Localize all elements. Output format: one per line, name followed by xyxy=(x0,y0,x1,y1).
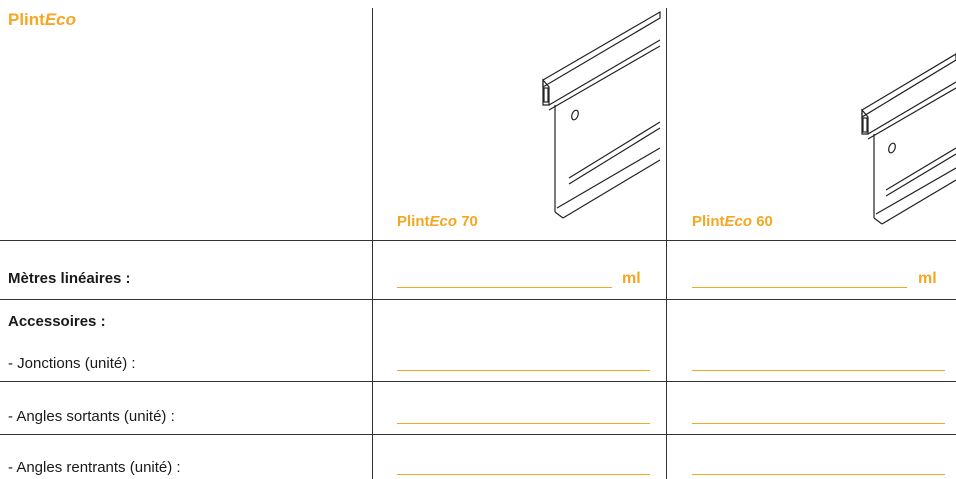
product-60-suffix: Eco xyxy=(724,213,753,230)
row-divider-sortants xyxy=(0,434,956,435)
unit-ml-60: ml xyxy=(918,270,937,287)
metres-input-60[interactable] xyxy=(692,287,907,288)
label-angles-sortants: - Angles sortants (unité) : xyxy=(8,408,175,425)
product-60-prefix: Plint xyxy=(692,213,725,230)
angles-rentrants-input-60[interactable] xyxy=(692,474,945,475)
label-angles-rentrants: - Angles rentrants (unité) : xyxy=(8,459,181,476)
brand-title: PlintEco xyxy=(8,10,76,30)
product-70-model: 70 xyxy=(461,213,478,230)
header-divider xyxy=(0,240,956,241)
jonctions-input-70[interactable] xyxy=(397,370,650,371)
product-70-prefix: Plint xyxy=(397,213,430,230)
label-jonctions: - Jonctions (unité) : xyxy=(8,355,136,372)
label-accessoires: Accessoires : xyxy=(8,313,106,330)
row-divider-metres xyxy=(0,299,956,300)
product-70-suffix: Eco xyxy=(429,213,458,230)
column-divider-1 xyxy=(372,8,373,479)
brand-prefix: Plint xyxy=(8,10,45,29)
row-divider-jonctions xyxy=(0,381,956,382)
column-divider-2 xyxy=(666,8,667,479)
label-metres-lineaires: Mètres linéaires : xyxy=(8,270,131,287)
plint-eco-60-illustration xyxy=(861,53,956,225)
plint-eco-70-illustration xyxy=(542,10,661,219)
metres-input-70[interactable] xyxy=(397,287,612,288)
angles-sortants-input-60[interactable] xyxy=(692,423,945,424)
angles-sortants-input-70[interactable] xyxy=(397,423,650,424)
unit-ml-70: ml xyxy=(622,270,641,287)
product-label-60: PlintEco 60 xyxy=(692,213,773,230)
product-label-70: PlintEco 70 xyxy=(397,213,478,230)
brand-suffix: Eco xyxy=(44,10,77,29)
jonctions-input-60[interactable] xyxy=(692,370,945,371)
product-60-model: 60 xyxy=(756,213,773,230)
angles-rentrants-input-70[interactable] xyxy=(397,474,650,475)
